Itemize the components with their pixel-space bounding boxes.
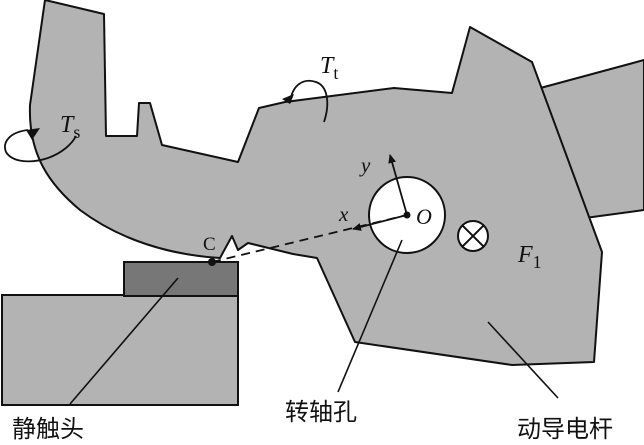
origin-label: O: [416, 204, 432, 229]
pivot-hole-label: 转轴孔: [285, 398, 357, 426]
static-contact: [123, 261, 239, 297]
force-label: F1: [517, 242, 542, 272]
curved-arrow-icon: [4, 128, 77, 163]
moving-contact-body: [28, 0, 603, 366]
curved-arrow-icon: [282, 80, 329, 123]
leader-static-contact: [69, 277, 179, 405]
circle-cross-icon: [457, 220, 489, 252]
leader-pivot-hole: [337, 239, 403, 393]
static-contact-label: 静触头: [12, 415, 84, 443]
leader-moving-rod: [487, 321, 559, 399]
moving-rod-label: 动导电杆: [517, 415, 613, 443]
torque-t-label: Tt: [320, 53, 338, 83]
point-c-label: C: [203, 234, 216, 255]
static-base: [1, 294, 239, 406]
axis-y-label: y: [359, 153, 371, 177]
axis-x-label: x: [338, 202, 349, 226]
point-c-dot: [208, 258, 216, 266]
torque-s-label: Ts: [60, 112, 80, 142]
x-axis-arrow: [352, 214, 408, 231]
y-axis-arrow: [388, 154, 408, 216]
